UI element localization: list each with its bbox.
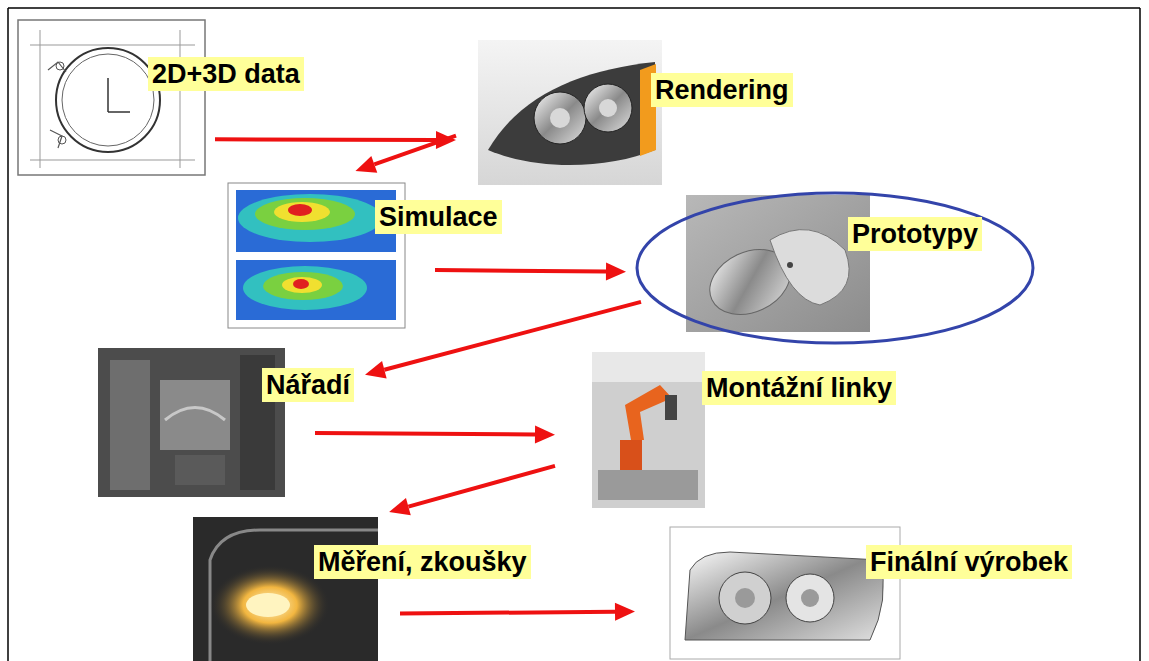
- arrow-line: [408, 466, 555, 507]
- flow-arrow: [355, 136, 456, 173]
- assembly-robot-photo: [592, 352, 705, 508]
- arrow-head: [606, 263, 626, 281]
- step-label: Nářadí: [262, 368, 354, 402]
- headlamp-render: [478, 40, 662, 185]
- highlight-ring: [637, 193, 1033, 343]
- flow-arrow: [400, 603, 635, 621]
- technical-drawing: [18, 20, 205, 175]
- flow-arrow: [365, 302, 641, 379]
- flow-arrow: [435, 263, 626, 281]
- arrow-line: [315, 433, 535, 435]
- tooling-photo: [98, 348, 285, 497]
- process-step: Měření, zkoušky: [193, 517, 378, 657]
- process-step: Nářadí: [98, 348, 285, 497]
- arrow-line: [384, 302, 641, 370]
- frame: [8, 8, 1140, 661]
- arrow-head: [355, 156, 377, 173]
- step-label: Měření, zkoušky: [314, 545, 531, 579]
- process-step: Finální výrobek: [670, 527, 900, 657]
- arrow-head: [535, 426, 555, 444]
- measurement-photo: [193, 517, 378, 661]
- process-step: Simulace: [228, 183, 405, 328]
- process-step: Rendering: [478, 40, 662, 185]
- arrow-head: [365, 361, 387, 378]
- step-label: Rendering: [651, 73, 793, 107]
- step-label: Prototypy: [848, 217, 982, 251]
- flow-arrow: [389, 466, 555, 515]
- step-label: 2D+3D data: [148, 57, 304, 91]
- process-step: 2D+3D data: [18, 20, 205, 175]
- prototype-photo: [686, 195, 870, 332]
- process-step: Prototypy: [686, 195, 870, 332]
- arrow-line: [374, 136, 456, 165]
- step-label: Simulace: [375, 200, 502, 234]
- arrow-line: [435, 270, 606, 272]
- process-step: Montážní linky: [592, 352, 705, 508]
- arrow-line: [400, 612, 615, 614]
- arrow-head: [389, 498, 411, 515]
- flow-arrow: [315, 426, 555, 444]
- arrow-line: [215, 137, 436, 142]
- step-label: Montážní linky: [702, 371, 896, 405]
- step-label: Finální výrobek: [866, 545, 1072, 579]
- arrow-head: [615, 603, 635, 621]
